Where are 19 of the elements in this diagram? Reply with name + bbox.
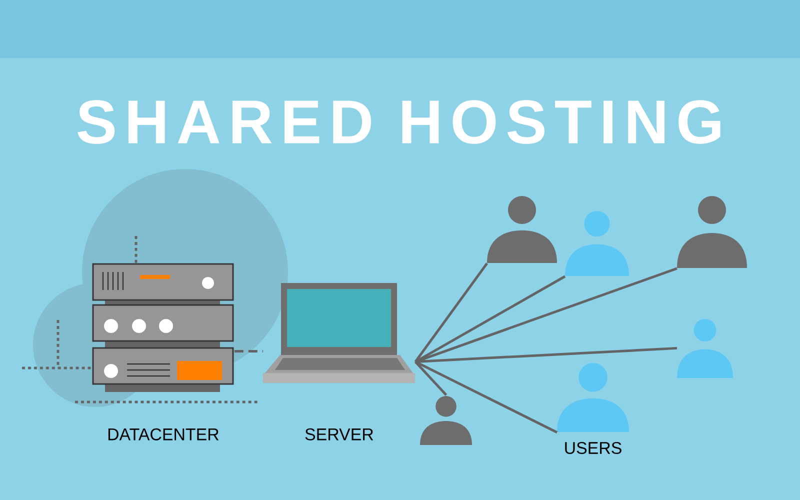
node-label: SERVER	[305, 428, 374, 440]
connector-line	[414, 360, 558, 434]
person-icon	[487, 196, 557, 263]
title: SHARED HOSTING	[78, 100, 720, 144]
laptop-drawing: SERVER	[263, 283, 415, 440]
person-icon	[420, 396, 472, 445]
connector-line	[414, 360, 448, 396]
person-icon	[677, 319, 733, 378]
connector-line	[414, 267, 678, 363]
connector-line	[414, 275, 566, 363]
server-rack-drawing: DATACENTER	[22, 236, 260, 440]
person-icon	[557, 363, 629, 432]
group-label: USERS	[565, 442, 622, 454]
connector-line	[234, 350, 263, 353]
person-icon	[565, 211, 629, 276]
person-icon	[677, 196, 747, 268]
connector-line	[414, 262, 488, 362]
node-label: DATACENTER	[108, 428, 219, 440]
connector-line	[415, 346, 678, 364]
